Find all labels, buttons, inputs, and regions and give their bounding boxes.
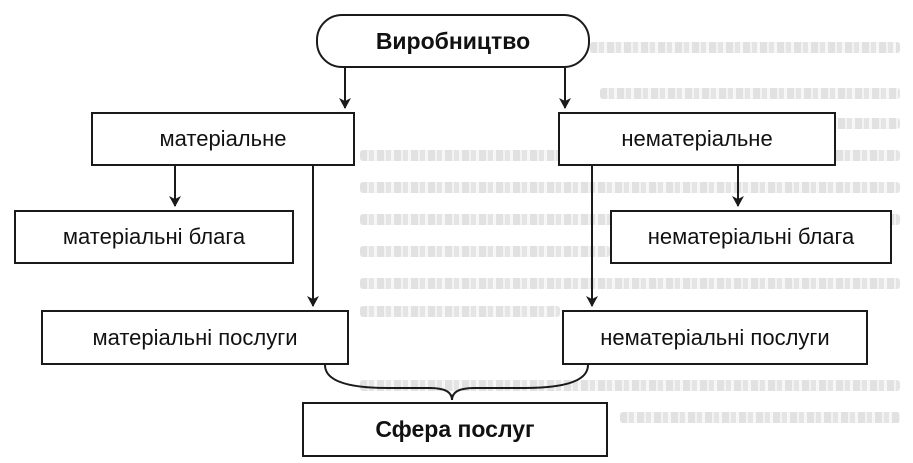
node-nonmaterial-services: нематеріальні послуги — [562, 310, 868, 365]
brace-to-result — [324, 364, 589, 401]
node-material-services: матеріальні послуги — [41, 310, 349, 365]
node-services-sphere: Сфера послуг — [302, 402, 608, 457]
node-nonmaterial: нематеріальне — [558, 112, 836, 166]
root-node-production: Виробництво — [316, 14, 590, 68]
node-nonmaterial-goods: нематеріальні блага — [610, 210, 892, 264]
node-material-goods: матеріальні блага — [14, 210, 294, 264]
node-material: матеріальне — [91, 112, 355, 166]
